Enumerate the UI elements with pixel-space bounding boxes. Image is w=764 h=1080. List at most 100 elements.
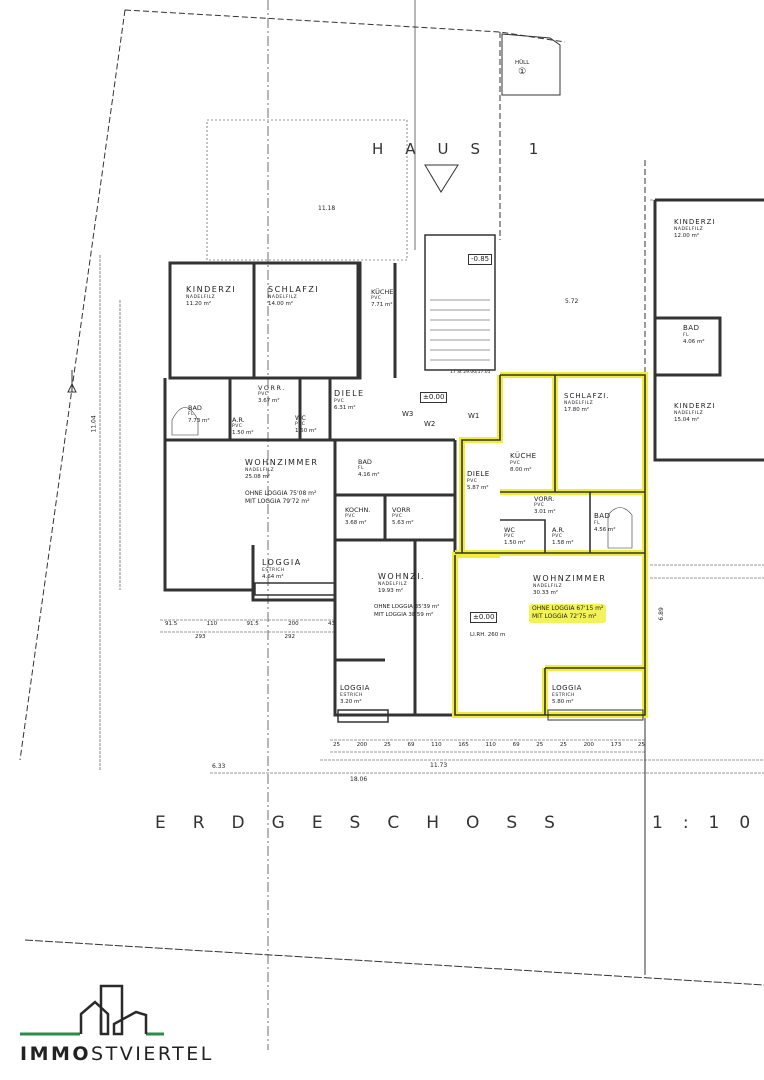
room-floor: ESTRICH [340,693,363,699]
room-name: KINDERZI [674,218,716,226]
dimension: 110 [431,742,442,748]
room-area: 5.63 m² [392,520,414,527]
window-marker: W3 [402,410,414,418]
level-marker: ±0.00 [470,612,498,624]
room-name: SCHLAFZI [268,285,320,294]
room-floor: PVC [510,461,521,467]
room-floor: NADELFILZ [533,584,563,590]
room-height: LI.RH. 260 m [470,632,506,638]
immostviertel-logo [20,984,164,1036]
room-name: WOHNZI. [378,572,426,581]
room-area: 12.00 m² [674,232,700,239]
dimension: 293 [195,634,206,640]
room-name: DIELE [467,470,490,478]
room-name: A.R. [552,526,565,534]
room-area: 11.20 m² [186,301,212,308]
room-name: KINDERZI [186,285,237,294]
room-area: 3.67 m² [258,398,280,405]
shed-outline [501,33,561,96]
room-floor: PVC [345,514,356,520]
room-area: 5.87 m² [467,484,489,491]
room-area: 14.00 m² [268,301,294,308]
room-area: 7.73 m² [188,418,210,425]
logo-text-regular: STVIERTEL [91,1043,214,1065]
area-with-loggia: MIT LOGGIA 79'72 m² [245,498,310,506]
dimension: 25 [559,742,567,748]
room-name: VORR [392,506,411,514]
room-area: 6.31 m² [334,405,356,412]
room-floor: NADELFILZ [674,227,704,233]
dimension: 69 [407,742,415,748]
room-name: DIELE [334,389,365,398]
room-name: VORR. [258,384,286,392]
room-floor: NADELFILZ [378,582,408,588]
dimension: 25 [536,742,544,748]
room-area: 17.80 m² [564,406,590,413]
dimension: 11.73 [430,762,448,769]
dimension: 165 [458,742,469,748]
room-name: BAD [188,404,202,412]
room-name: VORR. [534,495,555,503]
dimension: 25 [383,742,391,748]
dimension: 25 [333,742,340,748]
room-floor: PVC [258,392,269,398]
room-floor: FL [358,466,365,472]
room-area: 3.01 m² [534,509,556,516]
room-floor: ESTRICH [262,568,285,574]
area-with-loggia: MIT LOGGIA 38'59 m² [374,611,434,618]
room-area: 30.33 m² [533,590,559,597]
room-floor: FL [594,521,601,527]
dimension: 292 [284,634,296,640]
room-name: WC [504,526,515,534]
area-without-loggia: OHNE LOGGIA 67'15 m² [532,605,604,612]
room-floor: NADELFILZ [564,401,594,407]
room-name: LOGGIA [340,684,370,692]
dimension: 6.33 [212,763,226,770]
logo-text: IMMOSTVIERTEL [20,1042,214,1067]
room-floor: NADELFILZ [674,411,704,417]
dimension: 200 [583,742,595,748]
highlighted-apartment-outline [452,372,648,718]
dimension: 69 [512,742,520,748]
room-area: 19.93 m² [378,588,404,595]
room-name: KÜCHE [371,288,394,296]
room-floor: PVC [371,296,382,302]
room-floor: PVC [392,514,403,520]
dimension: 43 [328,621,335,627]
room-name: BAD [358,458,372,466]
dimension: 11.18 [318,205,336,212]
dimension: 91.5 [165,621,178,627]
bottom-dimension-row: 25 200 25 69 110 165 110 69 25 25 200 17… [333,742,645,749]
room-floor: PVC [232,424,243,430]
room-area: 1.58 m² [552,540,574,547]
dimension: 91.5 [246,621,259,627]
dimension: 110 [485,742,496,748]
shed-label: HÜLL ① [515,60,529,79]
scale-label: 1:10 [652,813,764,833]
room-name: A.R. [232,416,245,424]
room-floor: PVC [534,503,545,509]
room-floor: PVC [295,422,306,428]
shed-number: ① [518,67,527,78]
logo-text-bold: IMMO [20,1043,92,1065]
section-marker-icon [67,370,77,393]
room-area: 8.00 m² [510,466,532,473]
